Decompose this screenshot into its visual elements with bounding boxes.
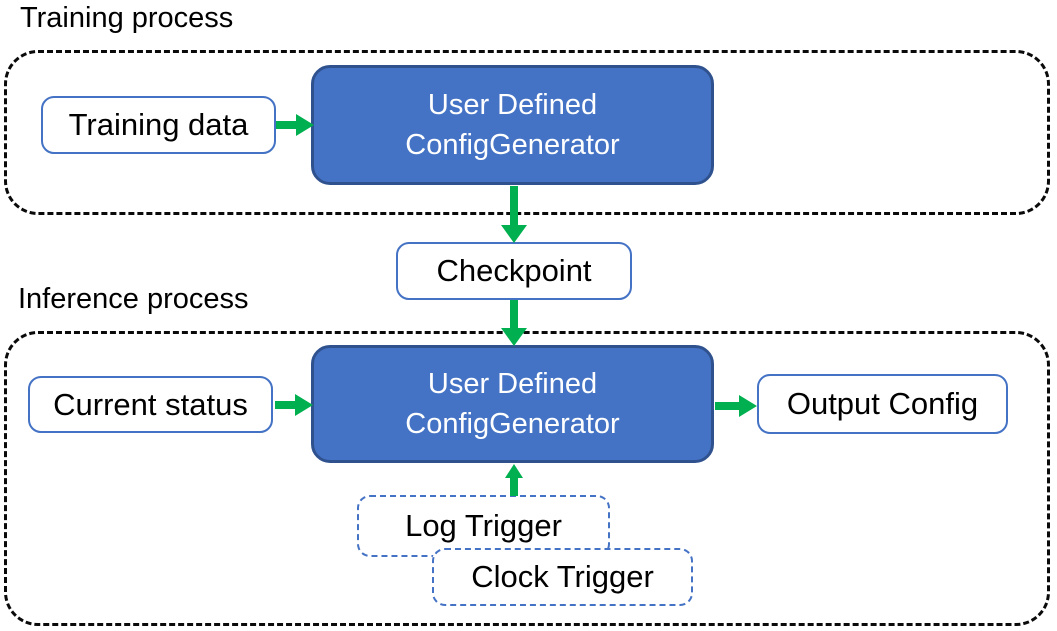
arrow-triggers-to-generator bbox=[505, 464, 523, 496]
inference-generator-line2: ConfigGenerator bbox=[405, 408, 620, 440]
down-arrow-icon bbox=[501, 186, 527, 243]
arrow-training-data-to-generator bbox=[276, 111, 314, 139]
arrow-current-status-to-generator bbox=[275, 391, 313, 419]
right-arrow-icon bbox=[715, 395, 757, 417]
arrow-generator-to-checkpoint bbox=[501, 186, 527, 243]
current-status-box: Current status bbox=[28, 376, 273, 433]
up-arrow-icon bbox=[505, 464, 523, 496]
training-generator-line1: User Defined bbox=[427, 88, 598, 121]
inference-generator-line1: User Defined bbox=[427, 367, 598, 400]
output-config-box: Output Config bbox=[757, 374, 1008, 434]
arrow-generator-to-output-config bbox=[715, 392, 757, 420]
training-generator-line2: ConfigGenerator bbox=[405, 129, 620, 161]
training-process-label: Training process bbox=[20, 2, 234, 34]
training-generator-box: User Defined ConfigGenerator bbox=[311, 65, 714, 185]
arrow-checkpoint-to-inference-generator bbox=[501, 300, 527, 346]
inference-generator-box: User Defined ConfigGenerator bbox=[311, 345, 714, 463]
checkpoint-box: Checkpoint bbox=[396, 242, 632, 300]
training-process-container bbox=[4, 50, 1050, 215]
inference-process-label: Inference process bbox=[18, 283, 249, 315]
clock-trigger-box: Clock Trigger bbox=[432, 548, 693, 606]
log-trigger-box: Log Trigger bbox=[357, 495, 610, 557]
training-data-box: Training data bbox=[41, 96, 276, 154]
right-arrow-icon bbox=[276, 114, 314, 136]
right-arrow-icon bbox=[275, 394, 313, 416]
down-arrow-icon bbox=[501, 300, 527, 346]
inference-process-container bbox=[4, 331, 1050, 626]
